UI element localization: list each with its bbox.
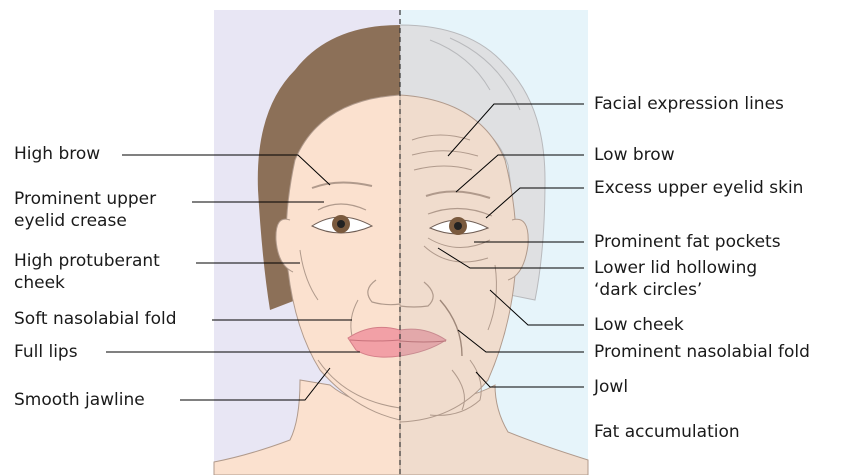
- label-lid-hollowing: Lower lid hollowing ‘dark circles’: [594, 257, 757, 301]
- label-upper-eyelid-crease: Prominent upper eyelid crease: [14, 188, 156, 232]
- young-pupil: [337, 220, 345, 228]
- label-jowl: Jowl: [594, 376, 628, 398]
- label-protuberant-cheek: High protuberant cheek: [14, 250, 160, 294]
- label-low-cheek: Low cheek: [594, 314, 684, 336]
- old-pupil: [454, 222, 462, 230]
- label-fat-accumulation: Fat accumulation: [594, 421, 740, 443]
- label-expression-lines: Facial expression lines: [594, 93, 784, 115]
- label-low-brow: Low brow: [594, 144, 675, 166]
- label-prominent-nasolabial: Prominent nasolabial fold: [594, 341, 810, 363]
- label-high-brow: High brow: [14, 143, 100, 165]
- label-fat-pockets: Prominent fat pockets: [594, 231, 781, 253]
- label-soft-nasolabial: Soft nasolabial fold: [14, 308, 177, 330]
- label-full-lips: Full lips: [14, 341, 78, 363]
- label-excess-eyelid-skin: Excess upper eyelid skin: [594, 177, 803, 199]
- label-smooth-jawline: Smooth jawline: [14, 389, 145, 411]
